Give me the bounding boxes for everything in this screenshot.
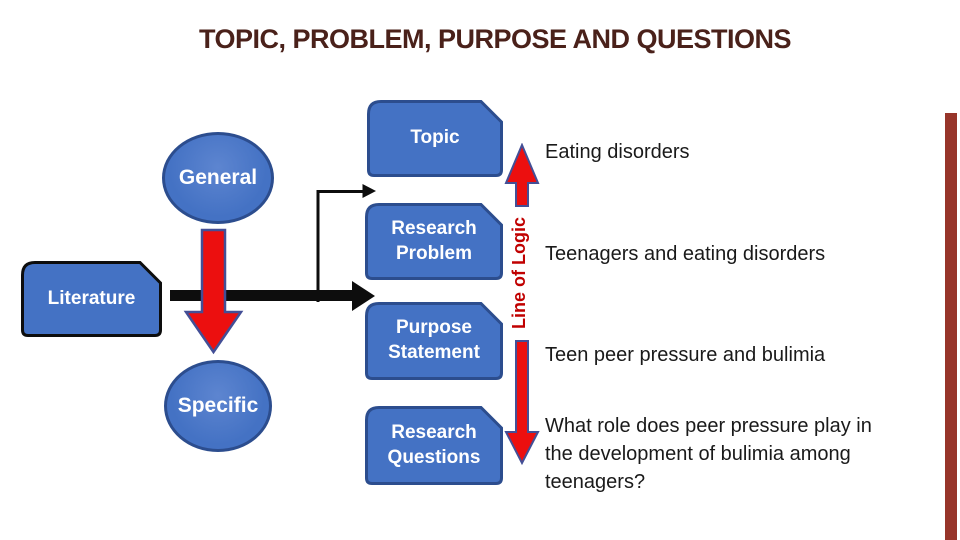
specific-label: Specific (177, 394, 259, 417)
example-eating-disorders: Eating disorders (545, 141, 690, 163)
example-research-question: What role does peer pressure play in the… (545, 415, 872, 493)
line-of-logic-arrow-top (504, 143, 540, 207)
line-of-logic-arrow-bottom (504, 340, 540, 465)
specific-ellipse: Specific (164, 360, 272, 452)
flow-box-topic-label: Topic (410, 127, 460, 149)
general-label: General (178, 166, 258, 189)
example-teen-peer-pressure: Teen peer pressure and bulimia (545, 344, 826, 366)
line-of-logic-label: Line of Logic (509, 217, 529, 329)
right-edge-accent-bar (945, 113, 957, 540)
flow-box-research-questions-label: Research Questions (387, 421, 481, 468)
flow-box-research-questions: Research Questions (365, 406, 503, 485)
general-to-specific-arrow (183, 228, 244, 355)
literature-to-flow-arrow (170, 281, 375, 311)
flow-box-research-problem: Research Problem (365, 203, 503, 280)
flow-box-research-problem-label: Research Problem (391, 217, 477, 264)
flow-box-purpose-statement: Purpose Statement (365, 302, 503, 380)
example-teenagers-eating-disorders: Teenagers and eating disorders (545, 243, 826, 265)
flow-box-purpose-statement-label: Purpose Statement (388, 317, 480, 363)
literature-label: Literature (47, 287, 136, 309)
literature-shape: Literature (21, 261, 162, 337)
page-title: TOPIC, PROBLEM, PURPOSE AND QUESTIONS (198, 24, 792, 54)
literature-to-topic-connector (316, 184, 376, 302)
general-ellipse: General (162, 132, 274, 224)
flow-box-topic: Topic (367, 100, 503, 177)
